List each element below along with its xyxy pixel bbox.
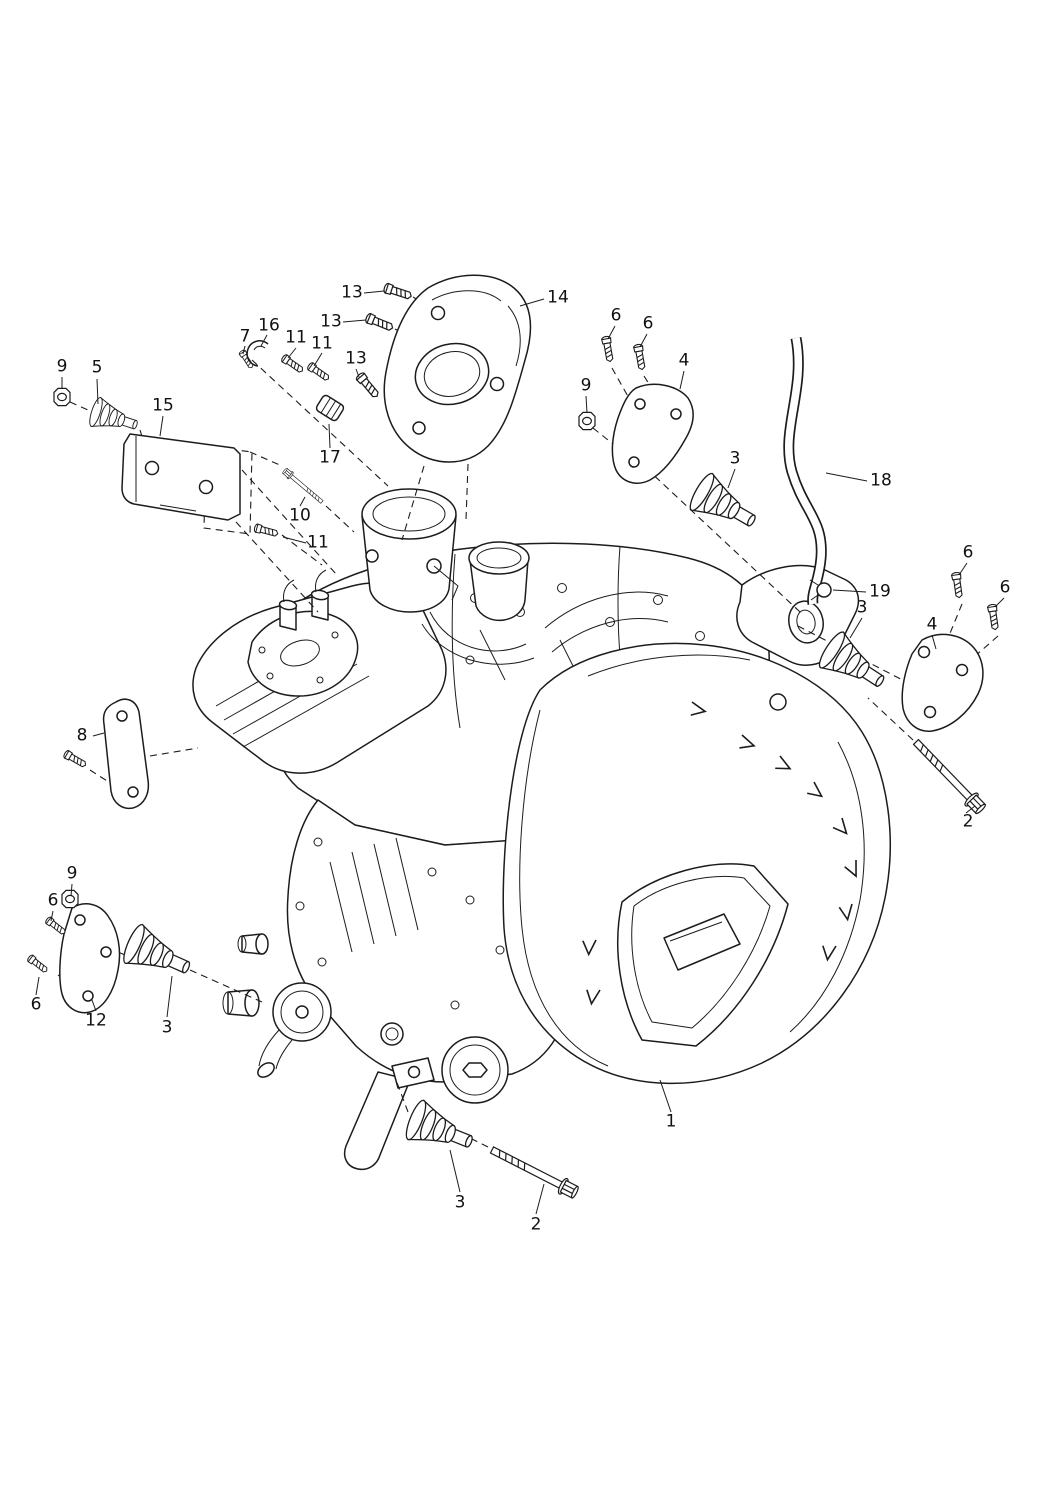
callout-18: 18: [870, 470, 892, 491]
callout-14: 14: [547, 287, 569, 308]
callout-13b: 13: [320, 311, 342, 332]
callout-5: 5: [91, 357, 103, 378]
rubber-mount-3-bottom: [401, 1097, 480, 1163]
callout-6c: 6: [962, 542, 974, 563]
callout-12: 12: [85, 1010, 107, 1031]
mount-bushing-5: [86, 395, 142, 441]
callout-9c: 9: [66, 863, 78, 884]
callout-3a: 3: [729, 448, 741, 469]
mount-plate-4-right: [901, 633, 984, 732]
callout-2b: 2: [530, 1214, 542, 1235]
retainer-clip-16: [246, 340, 269, 367]
callout-11c: 11: [307, 532, 329, 553]
callout-11b: 11: [311, 333, 333, 354]
callout-6b: 6: [642, 313, 654, 334]
callout-3b: 3: [856, 597, 868, 618]
callout-6e: 6: [47, 890, 59, 911]
callout-3d: 3: [454, 1192, 466, 1213]
callout-8: 8: [76, 725, 88, 746]
leader-lines: [35, 290, 1005, 1215]
spacer-17: [315, 394, 345, 422]
callout-15: 15: [152, 395, 174, 416]
callout-10: 10: [289, 505, 311, 526]
callout-6f: 6: [30, 994, 42, 1015]
callout-17: 17: [319, 447, 341, 468]
mounting-bracket-15: [121, 433, 241, 521]
callout-13a: 13: [341, 282, 363, 303]
callout-1: 1: [665, 1111, 677, 1132]
mount-plate-8: [102, 698, 150, 810]
callout-4b: 4: [926, 614, 938, 635]
callout-3c: 3: [161, 1017, 173, 1038]
mount-plate-12: [59, 903, 121, 1014]
callout-11a: 11: [285, 327, 307, 348]
callout-6a: 6: [610, 305, 622, 326]
callout-13c: 13: [345, 348, 367, 369]
rubber-mount-3-top-right: [685, 470, 765, 541]
sprocket-cover: [383, 274, 532, 463]
callout-2a: 2: [962, 811, 974, 832]
callout-16: 16: [258, 315, 280, 336]
callout-4a: 4: [678, 350, 690, 371]
callout-9a: 9: [56, 356, 68, 377]
callout-19: 19: [869, 581, 891, 602]
engine-assembly: [192, 488, 891, 1171]
mount-plate-4-top-right: [611, 383, 694, 484]
callout-9b: 9: [580, 375, 592, 396]
hose-clamp-19: [809, 579, 832, 601]
breather-hose: [783, 336, 827, 605]
rubber-mount-3-bottom-left: [119, 921, 198, 989]
callout-6d: 6: [999, 577, 1011, 598]
callout-7: 7: [239, 326, 251, 347]
